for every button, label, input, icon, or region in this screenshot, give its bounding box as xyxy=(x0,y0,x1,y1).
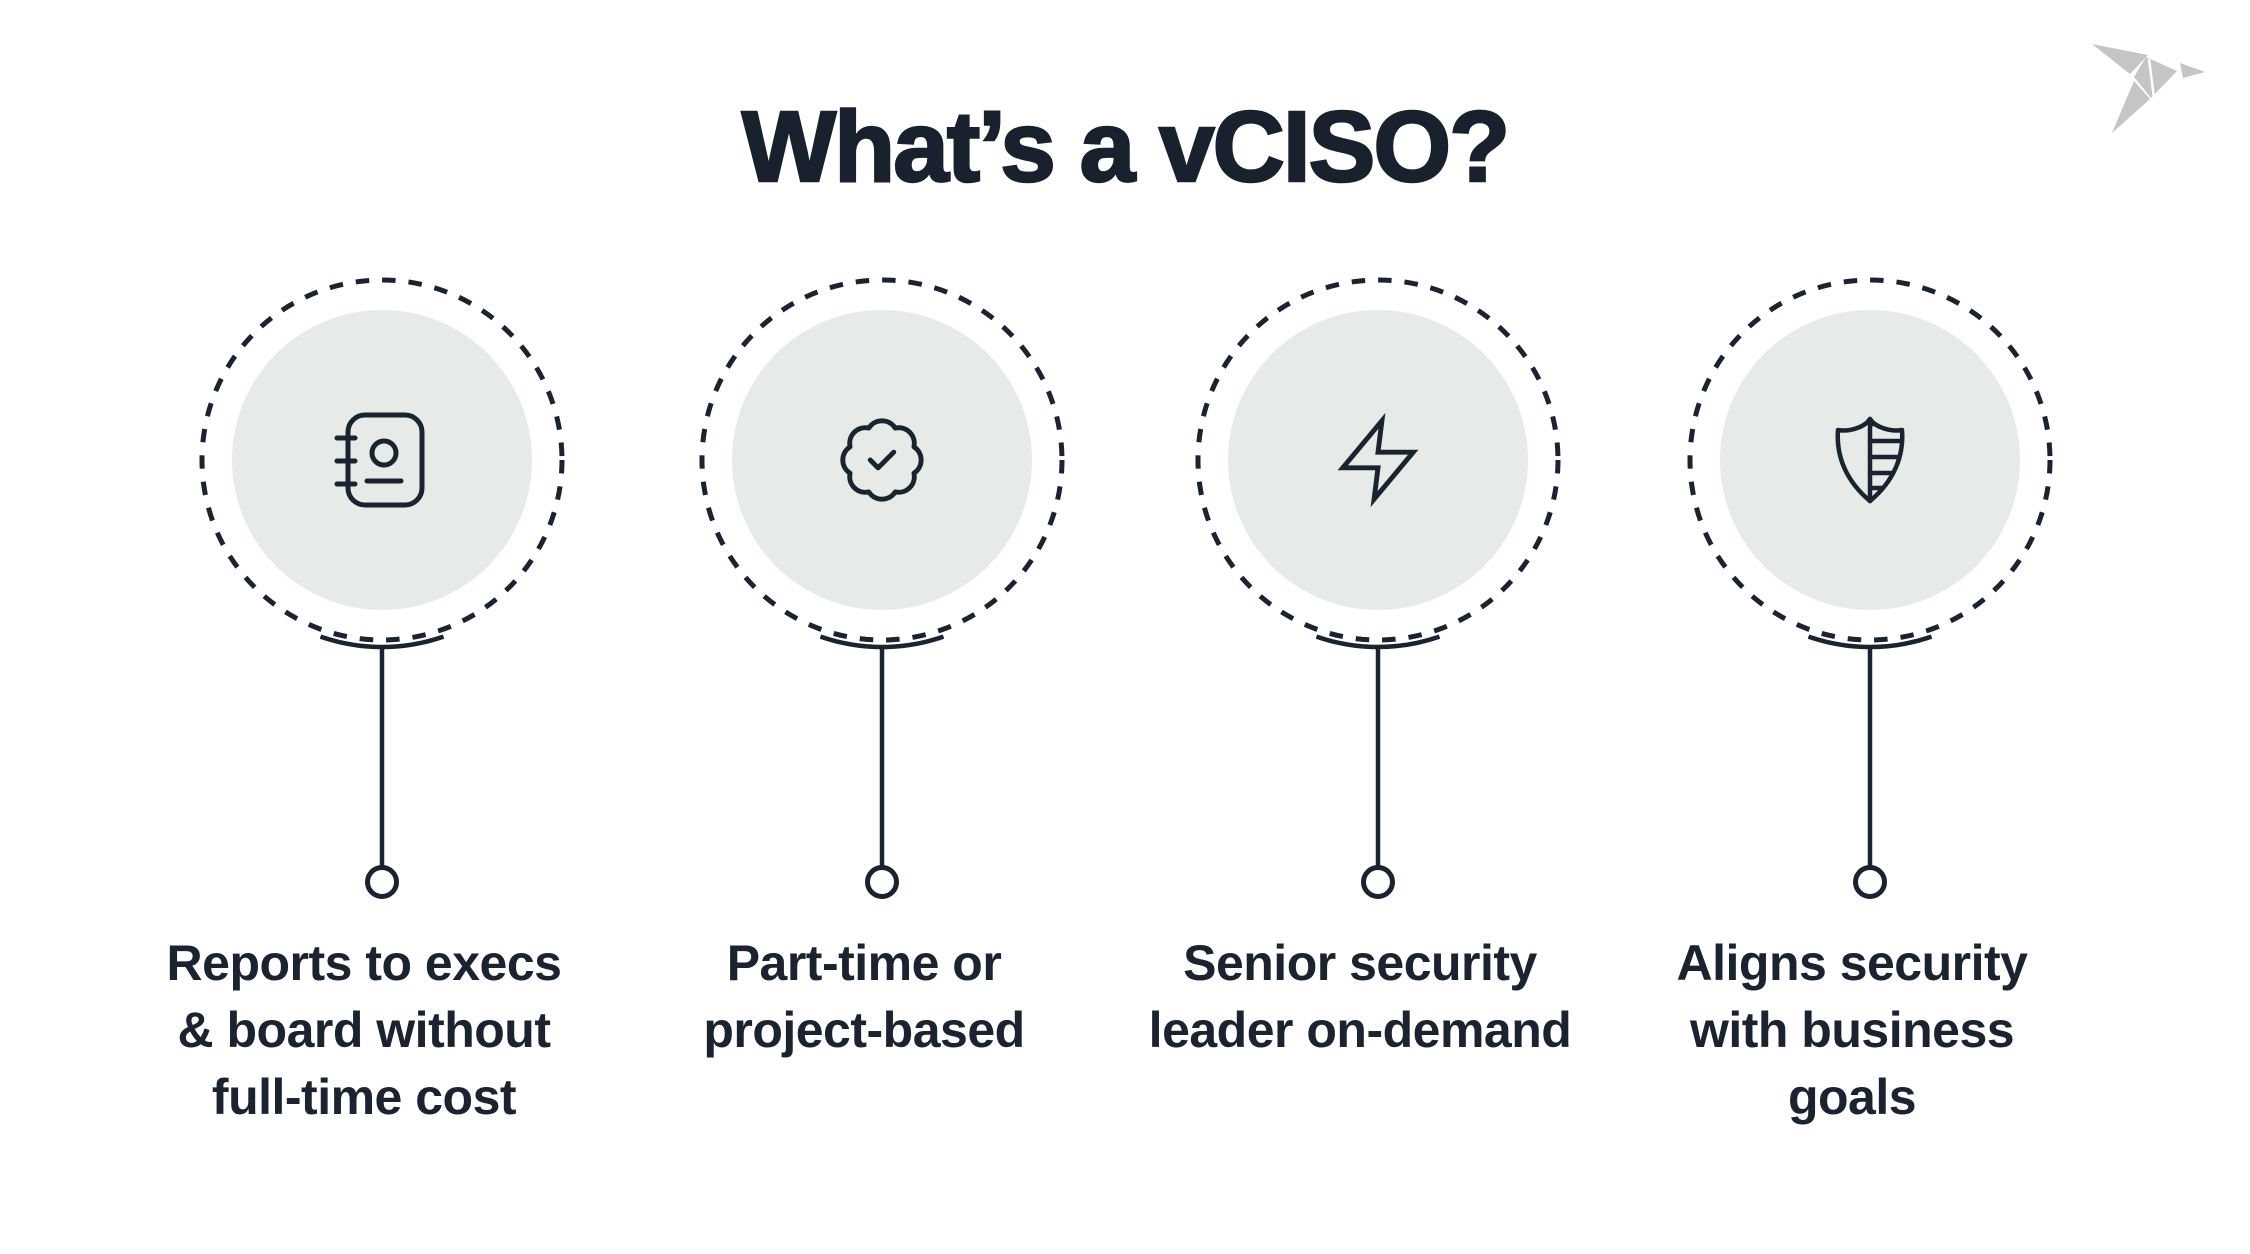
connector-dot xyxy=(865,865,899,899)
feature-label: Reports to execs & board without full-ti… xyxy=(166,935,562,1125)
icon-disc xyxy=(732,310,1032,610)
connector-arc xyxy=(1315,634,1441,650)
dashed-ring xyxy=(699,277,1065,643)
connector-arc xyxy=(819,634,945,650)
feature-column-senior: Senior security leader on-demand xyxy=(1128,270,1628,1064)
feature-node xyxy=(699,277,1065,899)
feature-column-reports: Reports to execs & board without full-ti… xyxy=(132,270,632,1131)
connector-dot xyxy=(1361,865,1395,899)
connector-dot xyxy=(365,865,399,899)
lightning-bolt-icon xyxy=(1337,413,1419,507)
connector-arc xyxy=(1807,634,1933,650)
bird-wing xyxy=(2092,44,2148,74)
connector-dot xyxy=(1853,865,1887,899)
feature-label: Senior security leader on-demand xyxy=(1148,935,1572,1058)
dashed-ring xyxy=(199,277,565,643)
page-title: What’s a vCISO? xyxy=(741,90,1512,205)
icon-disc xyxy=(1228,310,1528,610)
dashed-ring xyxy=(1195,277,1561,643)
bird-body xyxy=(2134,57,2177,98)
feature-node xyxy=(1195,277,1561,899)
icon-disc xyxy=(232,310,532,610)
feature-label: Part-time or project-based xyxy=(703,935,1025,1058)
bird-tail xyxy=(2112,81,2150,133)
bird-beak xyxy=(2180,63,2205,78)
address-book-icon xyxy=(334,412,425,508)
badge-check-icon xyxy=(840,418,924,502)
feature-node xyxy=(199,277,565,899)
dashed-ring xyxy=(1687,277,2053,643)
feature-label: Aligns security with business goals xyxy=(1676,935,2028,1125)
origami-bird-logo xyxy=(2092,44,2205,133)
connector-arc xyxy=(319,634,445,650)
feature-column-parttime: Part-time or project-based xyxy=(632,270,1132,1064)
feature-node xyxy=(1687,277,2053,899)
feature-column-aligns: Aligns security with business goals xyxy=(1620,270,2120,1131)
